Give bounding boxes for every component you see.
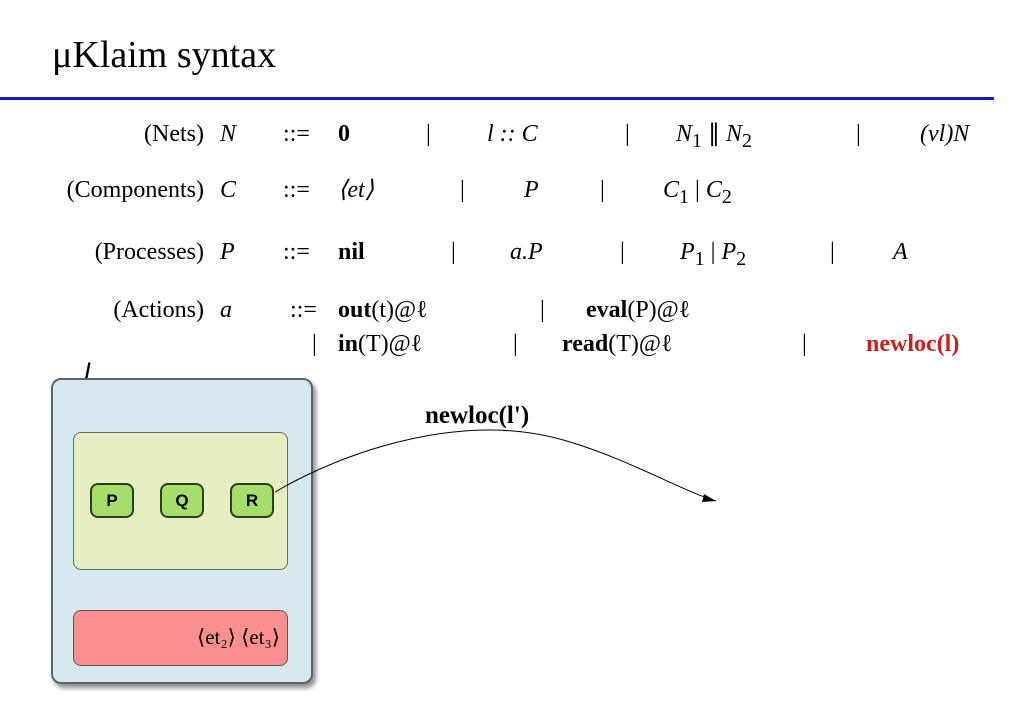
- action-keyword: eval: [586, 297, 628, 323]
- production: 0: [338, 121, 350, 147]
- process-r: R: [230, 483, 274, 518]
- newloc-arrow: [274, 429, 717, 502]
- grammar-row-processes: (Processes) P ::= nil | a.P | P1 | P2 | …: [0, 234, 1024, 270]
- production: out(t)@ℓ: [338, 292, 428, 328]
- separator: |: [426, 121, 431, 147]
- production-subscript: 2: [742, 129, 753, 152]
- locality-node: P Q R ⟨et₂⟩ ⟨et₃⟩: [51, 378, 313, 684]
- production-term: N: [676, 121, 693, 147]
- production: eval(P)@ℓ: [586, 292, 690, 328]
- tuple: ⟨et₃⟩: [241, 625, 280, 649]
- process-area: P Q R: [73, 432, 288, 570]
- action-args: (t)@ℓ: [371, 297, 428, 323]
- definition-operator: ::=: [290, 297, 317, 323]
- nonterminal: N: [220, 121, 237, 147]
- separator: |: [625, 121, 630, 147]
- separator: |: [513, 331, 518, 357]
- production: ⟨et⟩: [338, 177, 375, 203]
- action-args: (P)@ℓ: [627, 297, 691, 323]
- action-keyword: out: [338, 297, 372, 323]
- grammar-row-actions-cont: | in(T)@ℓ | read(T)@ℓ | newloc(l): [0, 326, 1024, 362]
- production-operator: ∥: [708, 121, 721, 147]
- separator: |: [802, 331, 807, 357]
- production-term: P: [721, 239, 737, 265]
- tuple: ⟨et₂⟩: [197, 625, 236, 649]
- separator: |: [460, 177, 465, 203]
- page-title: μKlaim syntax: [52, 34, 277, 76]
- production: l :: C: [487, 121, 538, 147]
- definition-operator: ::=: [283, 121, 310, 147]
- production-subscript: 2: [736, 247, 747, 270]
- category-label: (Actions): [113, 297, 204, 323]
- definition-operator: ::=: [283, 239, 310, 265]
- arrow-head: [702, 494, 716, 502]
- process-q: Q: [160, 483, 204, 518]
- separator: |: [856, 121, 861, 147]
- grammar-row-actions: (Actions) a ::= out(t)@ℓ | eval(P)@ℓ: [0, 292, 1024, 328]
- category-label: (Processes): [94, 239, 204, 265]
- category-label: (Nets): [144, 121, 204, 147]
- production: P1 | P2: [680, 234, 746, 277]
- production-term: C: [663, 177, 680, 203]
- separator: |: [312, 331, 317, 357]
- production: A: [893, 239, 908, 265]
- newloc-arrow-label: newloc(l'): [425, 402, 530, 429]
- grammar-row-components: (Components) C ::= ⟨et⟩ | P | C1 | C2: [0, 172, 1024, 208]
- production: in(T)@ℓ: [338, 326, 422, 362]
- production: P: [524, 177, 539, 203]
- newloc-production: newloc(l): [866, 331, 960, 357]
- nonterminal: P: [220, 239, 235, 265]
- nonterminal: a: [220, 297, 232, 323]
- locality-name: l: [84, 358, 90, 388]
- production: N1 ∥ N2: [676, 116, 752, 159]
- production-term: N: [726, 121, 743, 147]
- arrow-path: [274, 429, 717, 502]
- production: (νl)N: [920, 121, 970, 147]
- production-subscript: 1: [692, 129, 703, 152]
- separator: |: [600, 177, 605, 203]
- nonterminal: C: [220, 177, 237, 203]
- production-operator: |: [710, 239, 716, 265]
- production-subscript: 1: [694, 247, 705, 270]
- title-divider: [0, 97, 994, 100]
- category-label: (Components): [66, 177, 204, 203]
- production-term: P: [680, 239, 695, 265]
- production: C1 | C2: [663, 172, 732, 215]
- production-term: C: [705, 177, 722, 203]
- separator: |: [830, 239, 835, 265]
- separator: |: [620, 239, 625, 265]
- process-p: P: [90, 483, 134, 518]
- action-keyword: read: [562, 331, 609, 357]
- production: a.P: [510, 239, 543, 265]
- production-subscript: 1: [679, 185, 690, 208]
- locality-diagram: l P Q R ⟨et₂⟩ ⟨et₃⟩ newloc(l'): [0, 358, 1024, 709]
- production: read(T)@ℓ: [562, 326, 672, 362]
- definition-operator: ::=: [283, 177, 310, 203]
- separator: |: [540, 297, 545, 323]
- tuple-space: ⟨et₂⟩ ⟨et₃⟩: [73, 610, 288, 666]
- action-keyword: in: [338, 331, 359, 357]
- production-subscript: 2: [721, 185, 732, 208]
- action-args: (T)@ℓ: [608, 331, 673, 357]
- action-args: (T)@ℓ: [358, 331, 423, 357]
- separator: |: [451, 239, 456, 265]
- production-operator: |: [695, 177, 700, 203]
- grammar-row-nets: (Nets) N ::= 0 | l :: C | N1 ∥ N2 | (νl)…: [0, 116, 1024, 152]
- production: nil: [338, 239, 365, 265]
